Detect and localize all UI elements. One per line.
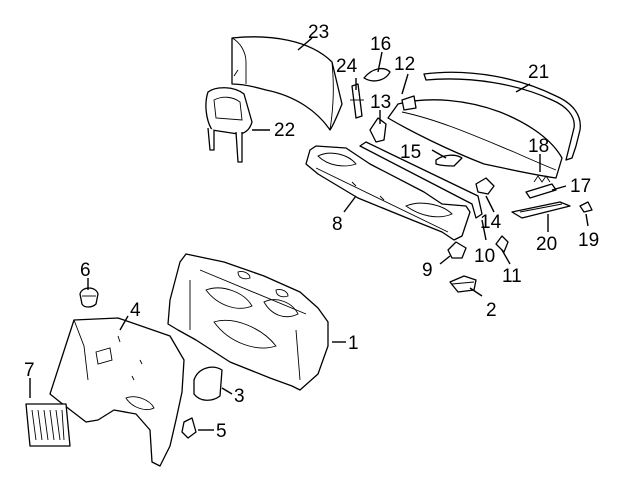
callout-9: 9: [422, 260, 433, 281]
leader-3: [221, 387, 233, 395]
part-11-bracket: [495, 235, 509, 253]
callout-20: 20: [536, 234, 557, 255]
part-12-rear-shelf: [387, 95, 563, 179]
part-14-clip: [475, 177, 495, 195]
part-24-rod: [350, 83, 364, 119]
part-17-hinge: [525, 183, 557, 199]
leader-9: [439, 255, 451, 265]
callout-17: 17: [570, 176, 591, 197]
callout-4: 4: [130, 300, 141, 321]
callout-8: 8: [332, 214, 343, 235]
part-21-trim-strip: [423, 71, 581, 161]
part-6-grommet: [79, 287, 99, 308]
callout-6: 6: [80, 260, 91, 281]
leader-23: [297, 37, 313, 51]
part-22-headrest-bracket: [205, 87, 253, 163]
callout-16: 16: [370, 34, 391, 55]
part-20-plate: [511, 201, 571, 219]
callout-22: 22: [274, 120, 295, 141]
callout-24: 24: [336, 56, 358, 77]
leader-14: [485, 195, 495, 213]
part-18-spring: [533, 175, 551, 183]
callout-10: 10: [474, 246, 495, 267]
part-8-crossmember: [305, 145, 471, 241]
leader-16: [377, 51, 383, 73]
callout-11: 11: [502, 266, 522, 287]
callout-2: 2: [486, 300, 497, 321]
leader-4: [119, 315, 129, 331]
callout-21: 21: [528, 62, 549, 83]
leader-19: [585, 213, 589, 227]
part-19-clip: [579, 201, 593, 213]
callout-19: 19: [578, 230, 599, 251]
part-5-clip: [181, 417, 197, 439]
leader-lines: [29, 37, 589, 431]
callout-13: 13: [370, 92, 391, 113]
part-16-cap: [363, 67, 391, 82]
part-15-bracket: [435, 154, 463, 167]
callout-15: 15: [400, 142, 421, 163]
leader-15: [431, 149, 447, 159]
callout-5: 5: [216, 421, 227, 442]
leader-12: [401, 73, 409, 95]
part-1-bulkhead: [167, 253, 329, 391]
callout-1: 1: [348, 333, 359, 354]
leader-10: [481, 219, 487, 241]
part-4-trim-panel: [49, 317, 185, 467]
callout-labels: 1 2 3 4 5 6 7 8 9 10 11 12 13 14 15 16 1…: [24, 22, 599, 442]
part-23-windstop-panel: [231, 36, 343, 131]
leader-11: [501, 249, 511, 265]
part-13-clip: [369, 117, 387, 143]
leader-21: [515, 83, 531, 93]
part-3-speaker-cover: [193, 366, 223, 401]
leader-8: [343, 195, 357, 213]
leader-17: [551, 185, 567, 191]
part-2-block: [449, 275, 477, 293]
part-9-bracket: [447, 241, 467, 259]
callout-23: 23: [308, 22, 329, 43]
callout-3: 3: [234, 386, 245, 407]
part-7-mat: [25, 403, 71, 447]
callout-12: 12: [394, 54, 415, 75]
leader-2: [469, 287, 483, 297]
callout-18: 18: [528, 136, 549, 157]
callout-7: 7: [24, 360, 35, 381]
part-10-long-bar: [359, 141, 483, 219]
callout-14: 14: [480, 212, 502, 233]
